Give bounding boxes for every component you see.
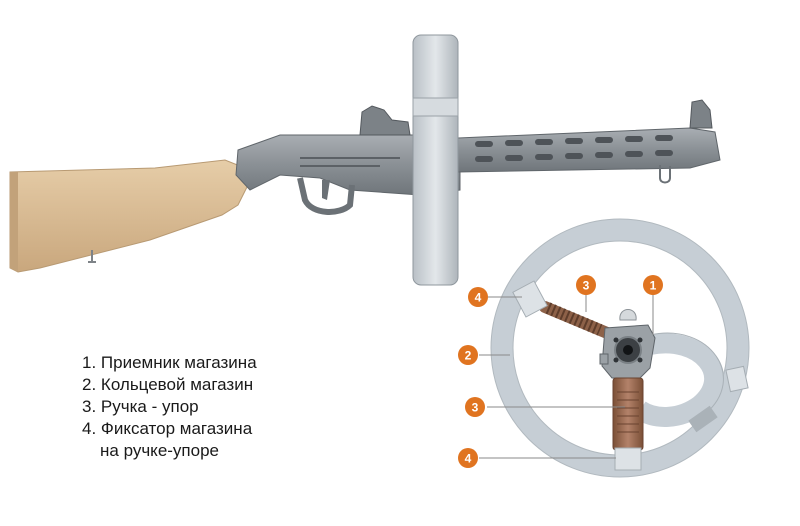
- callout-badge-1: 1: [643, 275, 663, 295]
- latch-upper: [512, 280, 548, 318]
- trigger-guard: [297, 177, 355, 215]
- sling-swivel: [88, 250, 96, 263]
- ring-shadow: [688, 405, 718, 433]
- legend-item-2: 2. Кольцевой магазин: [82, 374, 257, 396]
- receiver-slot: [300, 157, 400, 167]
- legend-number: 2.: [82, 375, 97, 394]
- drum-magazine-band: [412, 97, 459, 117]
- spiral-track-edge: [649, 332, 724, 415]
- legend-number: 1.: [82, 353, 97, 372]
- legend-text: Ручка - упор: [100, 397, 199, 416]
- legend-item-1: 1. Приемник магазина: [82, 352, 257, 374]
- front-sight: [689, 99, 713, 129]
- callout-badge-4-lower: 4: [458, 448, 478, 468]
- callout-badge-4-upper: 4: [468, 287, 488, 307]
- butt-plate: [10, 172, 18, 272]
- callout-badge-3-upper: 3: [576, 275, 596, 295]
- callout-badge-3-lower: 3: [465, 397, 485, 417]
- legend-text: Приемник магазина: [100, 353, 257, 372]
- svg-text:3: 3: [472, 401, 479, 415]
- svg-text:4: 4: [465, 452, 472, 466]
- svg-text:1: 1: [650, 279, 657, 293]
- side-screw: [599, 353, 609, 365]
- legend-item-3: 3. Ручка - упор: [82, 396, 257, 418]
- spiral-track: [634, 333, 725, 427]
- callout-badge-2: 2: [458, 345, 478, 365]
- front-sling-loop: [659, 165, 671, 184]
- drum-magazine-side: [412, 34, 459, 286]
- legend-text: Фиксатор магазина: [100, 419, 253, 438]
- ring-joint: [725, 365, 749, 393]
- stock: [9, 159, 249, 273]
- grip-grooves: [617, 391, 639, 433]
- barrel-jacket: [457, 127, 721, 173]
- svg-text:2: 2: [465, 349, 472, 363]
- legend-item-4: 4. Фиксатор магазина на ручке-упоре: [82, 418, 257, 462]
- drum-ring-outer-edge: [490, 218, 750, 478]
- parts-legend: 1. Приемник магазина 2. Кольцевой магази…: [82, 352, 257, 462]
- svg-text:3: 3: [583, 279, 590, 293]
- rear-sight: [359, 105, 411, 136]
- receiver-bore-core: [623, 345, 633, 355]
- legend-text-continuation: на ручке-упоре: [100, 441, 219, 460]
- trigger: [322, 180, 330, 200]
- drum-detail: [490, 218, 750, 478]
- cooling-slots: [475, 135, 673, 162]
- svg-text:4: 4: [475, 291, 482, 305]
- legend-number: 3.: [82, 397, 97, 416]
- legend-text: Кольцевой магазин: [100, 375, 254, 394]
- receiver-holes: [613, 337, 643, 363]
- grip-upper: [539, 301, 618, 341]
- callout-badges: 1 2 3 3 4 4: [458, 275, 663, 468]
- receiver-clip: [619, 309, 637, 321]
- legend-number: 4.: [82, 419, 97, 438]
- latch-lower: [614, 447, 642, 471]
- submachine-gun: [9, 34, 721, 286]
- grip-lower: [612, 377, 644, 451]
